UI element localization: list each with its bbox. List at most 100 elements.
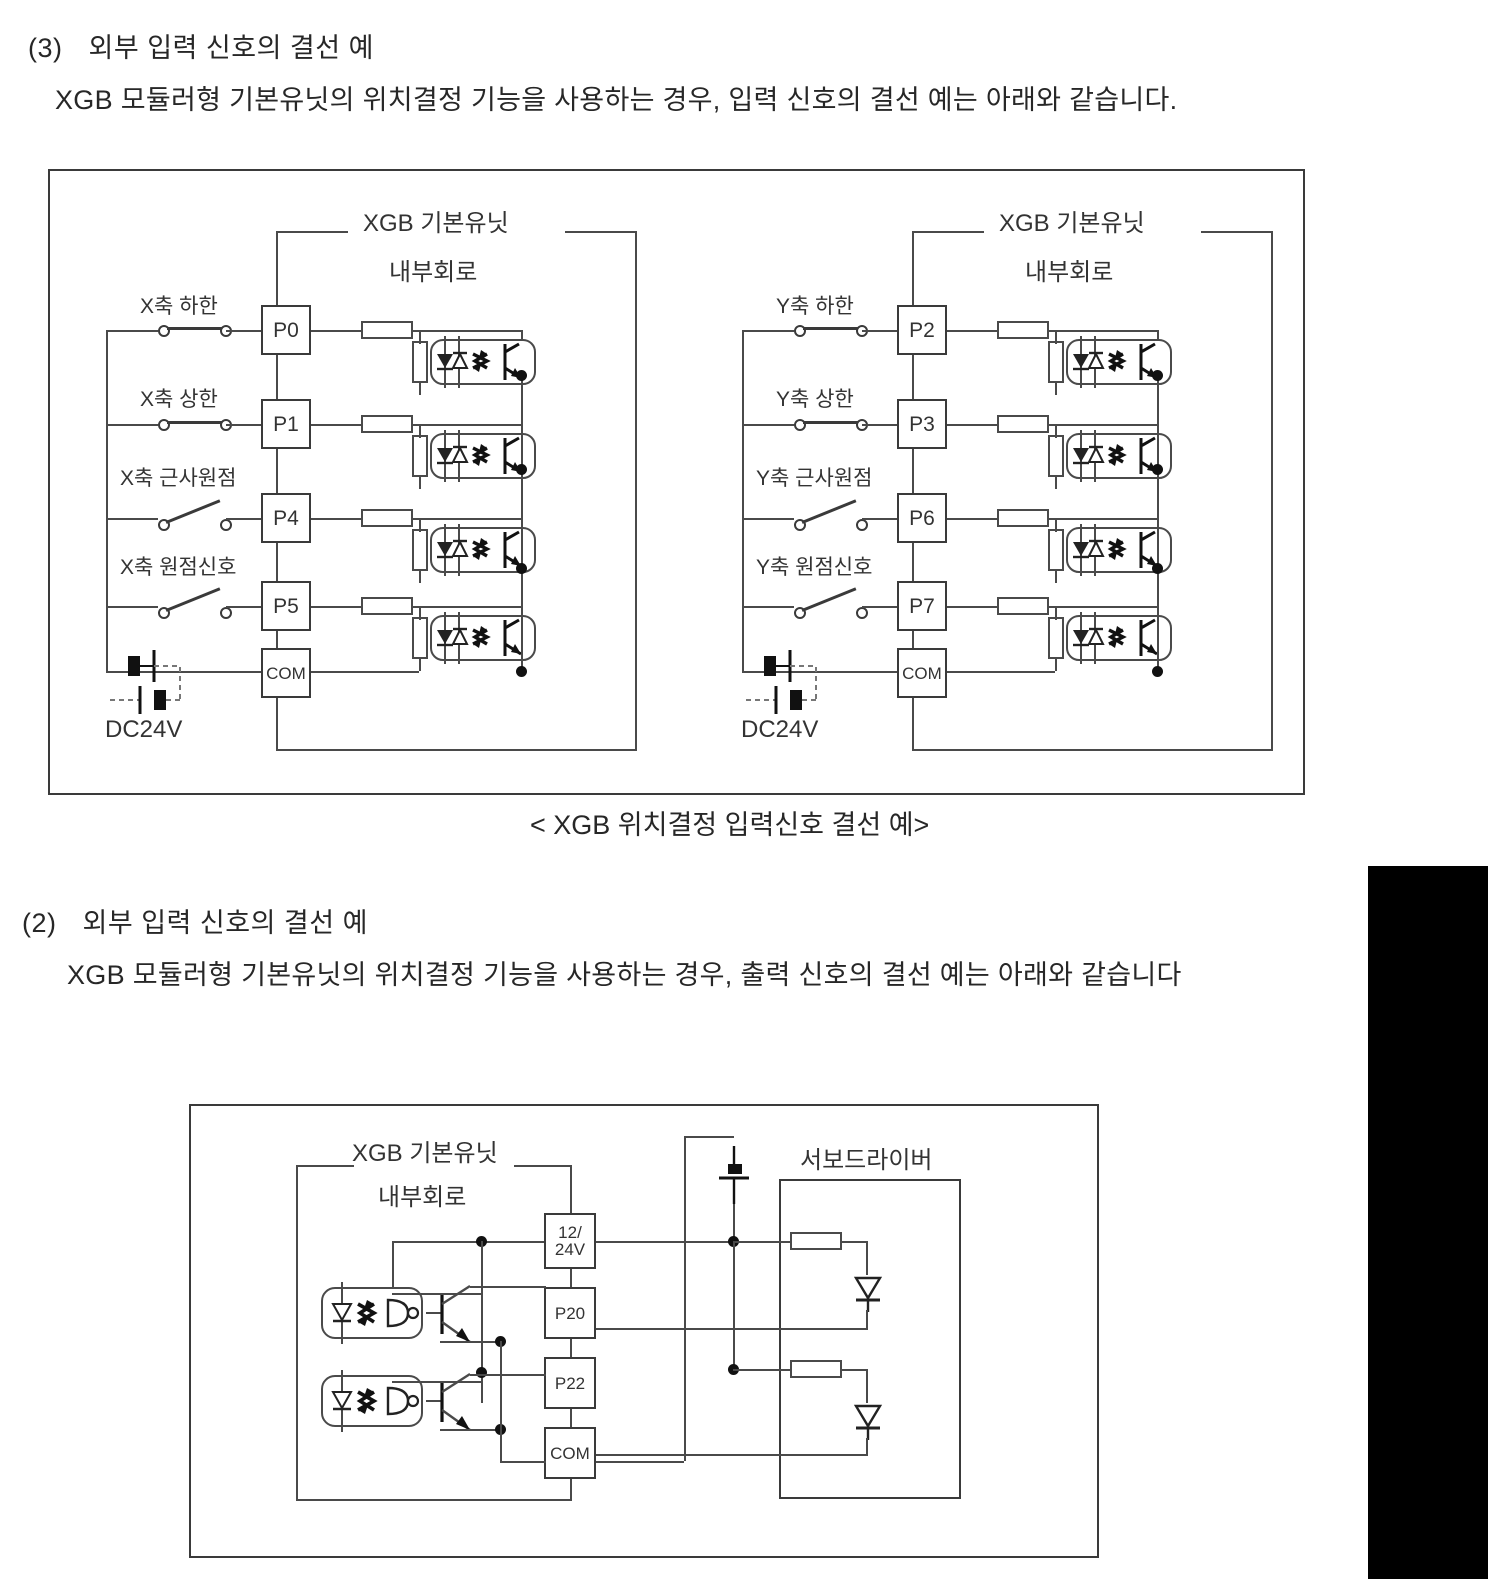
wire-x-com-left <box>106 671 261 673</box>
wire-p22-to-com <box>570 1409 572 1427</box>
lead-y-1-right <box>862 424 897 426</box>
bus-y-inner-left <box>912 231 914 751</box>
bracket-out-right <box>514 1165 572 1167</box>
wire-x-2-res-in <box>311 518 361 520</box>
bus-ext-supply <box>733 1241 735 1369</box>
junction-x-com <box>516 666 527 677</box>
wire-x-0-res-in <box>311 330 361 332</box>
diode-driver-1 <box>848 1398 888 1442</box>
resistor-driver-1 <box>790 1360 842 1378</box>
wire-p20-to-p22 <box>570 1339 572 1357</box>
wire-p22-collector <box>470 1374 546 1376</box>
wire-gate-0 <box>392 1293 482 1295</box>
resistor-y-0 <box>997 321 1049 339</box>
bus-out-mid <box>481 1241 483 1403</box>
bracket-x-right <box>565 231 637 233</box>
section-input-number: (3) <box>28 33 63 63</box>
bus-y-inner-bottom <box>912 749 1273 751</box>
wire-x-3-res-in <box>311 606 361 608</box>
wire-x-3-res-out <box>413 606 523 608</box>
unit-label-y-line1: XGB 기본유닛 <box>999 210 1145 237</box>
optocoupler-x-0 <box>429 336 537 388</box>
optocoupler-y-2 <box>1065 524 1173 576</box>
resistor-y-2-shunt <box>1048 529 1064 571</box>
resistor-x-0-shunt <box>412 341 428 383</box>
wire-ext-supply-down <box>733 1204 735 1244</box>
diode-driver-0 <box>848 1270 888 1314</box>
input-diagram-frame <box>48 169 1305 795</box>
shunt-y-3-bot <box>1055 657 1057 671</box>
wire-driver-0-out <box>866 1310 868 1330</box>
junction-out-mid-2 <box>476 1367 487 1378</box>
power-label-y: DC24V <box>741 716 819 743</box>
bus-x-inner-left <box>276 231 278 751</box>
wire-emitter-to-com <box>500 1461 546 1463</box>
bus-out-bottom <box>296 1499 570 1501</box>
section-input-title-text: 외부 입력 신호의 결선 예 <box>88 33 374 63</box>
section-output-title: (2) 외부 입력 신호의 결선 예 <box>22 901 368 940</box>
terminal-out-p20: P20 <box>544 1287 596 1339</box>
optocoupler-x-3 <box>429 612 537 664</box>
wire-driver-0-mid <box>842 1241 868 1243</box>
terminal-y-com: COM <box>897 648 947 698</box>
wire-x-1-res-out <box>413 424 523 426</box>
optocoupler-y-3 <box>1065 612 1173 664</box>
resistor-x-2-shunt <box>412 529 428 571</box>
wire-com-to-ext <box>596 1461 684 1463</box>
signal-label-x-0: X축 하한 <box>140 295 218 318</box>
wire-driver-0-in <box>733 1241 796 1243</box>
unit-label-x-line1: XGB 기본유닛 <box>363 210 509 237</box>
bracket-y-left <box>912 231 984 233</box>
wire-supply-left <box>392 1241 544 1243</box>
lead-y-0-right <box>862 330 897 332</box>
lead-x-1-left <box>106 424 158 426</box>
wire-emitter-0 <box>440 1341 500 1343</box>
wire-x-0-res-out <box>413 330 523 332</box>
junction-y-0 <box>1152 370 1163 381</box>
bus-out-right-bottom <box>570 1463 572 1501</box>
optocoupler-x-2 <box>429 524 537 576</box>
transistor-out-0 <box>424 1282 488 1348</box>
wire-driver-0-down <box>866 1241 868 1275</box>
resistor-driver-0 <box>790 1232 842 1250</box>
resistor-y-0-shunt <box>1048 341 1064 383</box>
bus-x-inner-right <box>635 231 637 751</box>
terminal-x-1: P1 <box>261 399 311 449</box>
wire-x-1-res-in <box>311 424 361 426</box>
wire-x-com-right <box>311 671 419 673</box>
lead-y-2-left <box>742 518 794 520</box>
wire-driver-1-out <box>866 1438 868 1456</box>
servo-driver-frame <box>779 1179 961 1499</box>
terminal-out-supply-line2: 24V <box>554 1240 586 1259</box>
bus-x-common <box>521 375 523 671</box>
bus-out-right-top <box>570 1165 572 1213</box>
shunt-y-1-bot <box>1055 475 1057 489</box>
lead-y-2-right <box>862 518 897 520</box>
lead-y-3-left <box>742 606 794 608</box>
wire-supply-down-1 <box>392 1241 394 1293</box>
signal-label-x-3: X축 원점신호 <box>120 556 237 579</box>
servo-driver-label: 서보드라이버 <box>800 1147 933 1174</box>
resistor-x-1 <box>361 415 413 433</box>
wire-y-com-right <box>947 671 1055 673</box>
bus-out-emitter <box>500 1341 502 1463</box>
resistor-x-2 <box>361 509 413 527</box>
signal-label-y-2: Y축 근사원점 <box>756 467 873 490</box>
lead-y-1-left <box>742 424 794 426</box>
wire-emitter-1 <box>440 1429 500 1431</box>
shunt-x-1-bot <box>419 475 421 489</box>
shunt-y-2-top <box>1055 518 1057 532</box>
unit-label-y-line2: 내부회로 <box>1025 259 1114 286</box>
resistor-x-1-shunt <box>412 435 428 477</box>
lead-x-1-right <box>226 424 261 426</box>
wire-driver-1-return <box>596 1454 868 1456</box>
external-power-source <box>705 1146 765 1206</box>
transistor-out-1 <box>424 1370 488 1436</box>
wire-driver-1-in <box>733 1369 796 1371</box>
shunt-y-1-top <box>1055 424 1057 438</box>
wire-p20-collector <box>470 1286 546 1288</box>
optocoupler-y-1 <box>1065 430 1173 482</box>
junction-x-2 <box>516 563 527 574</box>
scan-artifact-black-block <box>1368 866 1488 1579</box>
